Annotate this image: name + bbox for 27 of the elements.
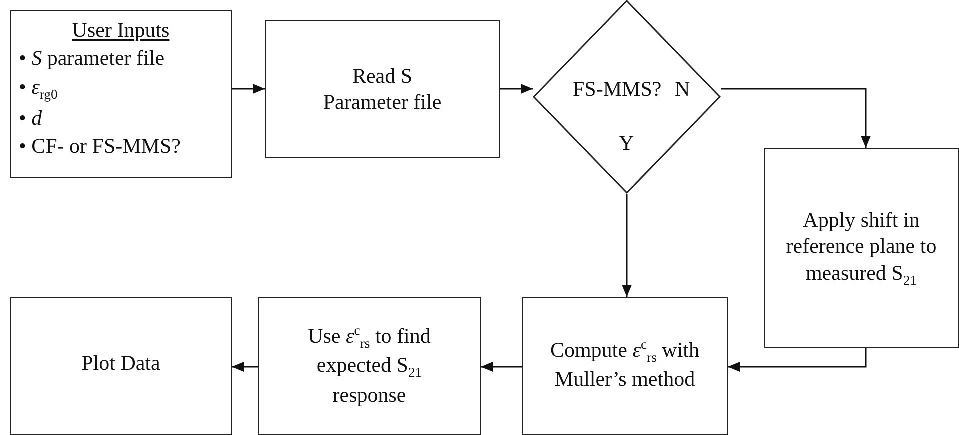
list-item: • CF- or FS-MMS? bbox=[19, 133, 181, 160]
input-box bbox=[10, 10, 232, 178]
process-box bbox=[258, 297, 481, 435]
step-text: Use ε$^{c}$$_{rs}$ to find expected S$_{21}$ response bbox=[307, 322, 432, 408]
arrow bbox=[728, 348, 867, 372]
list-item: • ε$_{rg0}$ bbox=[19, 74, 58, 103]
list-item: • d bbox=[19, 104, 42, 131]
arrow bbox=[232, 362, 258, 372]
heading: User Inputs bbox=[72, 17, 170, 44]
arrow bbox=[500, 84, 533, 94]
process-box bbox=[764, 148, 959, 348]
decision-question: FS-MMS? bbox=[573, 76, 662, 102]
arrow bbox=[721, 88, 871, 148]
decision-diamond bbox=[533, 0, 721, 194]
step-text: Read S Parameter file bbox=[322, 62, 443, 116]
branch-label: N bbox=[675, 76, 690, 102]
arrow bbox=[232, 84, 265, 94]
process-box bbox=[265, 20, 500, 158]
arrow bbox=[481, 362, 522, 372]
list-item: • S parameter file bbox=[19, 45, 165, 72]
arrow bbox=[622, 194, 632, 297]
process-box bbox=[522, 297, 728, 435]
process-box bbox=[10, 297, 232, 435]
branch-label: Y bbox=[619, 130, 634, 156]
step-text: Plot Data bbox=[82, 350, 160, 376]
step-text: Apply shift in reference plane to measured S$_{21}$ bbox=[785, 207, 938, 289]
step-text: Compute ε$^{c}$$_{rs}$ with Muller’s method bbox=[549, 336, 701, 392]
